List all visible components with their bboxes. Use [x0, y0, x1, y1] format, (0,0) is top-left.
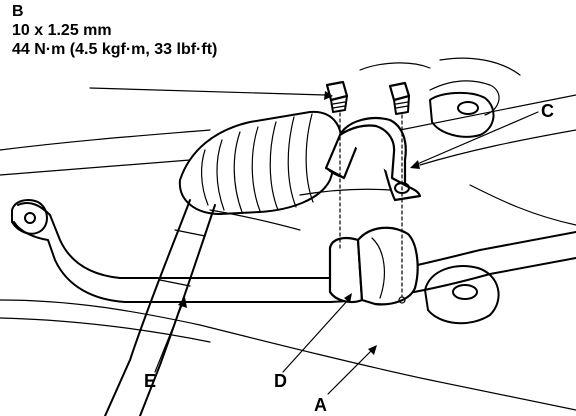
alignment-lines [339, 112, 406, 304]
bolt-spec: B 10 x 1.25 mm 44 N·m (4.5 kgf·m, 33 lbf… [12, 2, 217, 59]
stabilizer-bushing [328, 226, 419, 306]
leader-lines [89, 87, 539, 395]
spec-torque: 44 N·m (4.5 kgf·m, 33 lbf·ft) [12, 41, 218, 58]
bolt-right [388, 81, 411, 115]
label-d: D [274, 371, 287, 391]
subframe-outline [0, 57, 576, 411]
driveshaft-boot [178, 110, 343, 215]
label-c: C [541, 101, 554, 121]
mount-bracket [424, 92, 500, 325]
stabilizer-bar [11, 199, 576, 303]
spec-size: 10 x 1.25 mm [12, 22, 112, 39]
lower-arm [104, 199, 216, 416]
label-a: A [314, 395, 327, 415]
spec-callout: B [12, 3, 24, 20]
label-e: E [144, 371, 157, 391]
